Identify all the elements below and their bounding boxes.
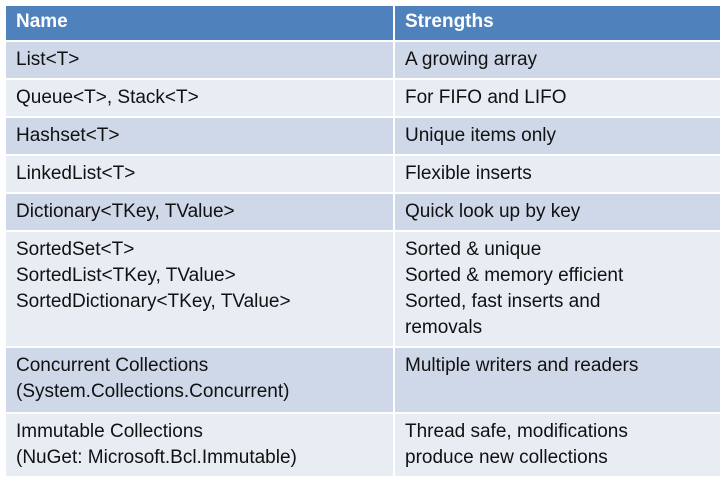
name-line: SortedDictionary<TKey, TValue> [16,291,291,312]
name-line: SortedList<TKey, TValue> [16,265,236,286]
strengths-line: Multiple writers and readers [405,355,639,376]
name-line: Hashset<T> [16,125,120,146]
name-cell: SortedSet<T> SortedList<TKey, TValue> So… [6,232,395,346]
name-cell: List<T> [6,42,395,78]
table-header: Name Strengths [6,6,720,40]
strengths-line: For FIFO and LIFO [405,87,567,108]
name-cell: Hashset<T> [6,118,395,154]
table-row: LinkedList<T> Flexible inserts [6,154,720,192]
header-strengths: Strengths [405,11,494,32]
name-line: List<T> [16,49,80,70]
strengths-line: Unique items only [405,125,557,146]
table-row: Queue<T>, Stack<T> For FIFO and LIFO [6,78,720,116]
table-row: Immutable Collections (NuGet: Microsoft.… [6,412,720,476]
strengths-cell: For FIFO and LIFO [395,80,720,116]
name-cell: Immutable Collections (NuGet: Microsoft.… [6,414,395,476]
strengths-line: Thread safe, modifications [405,421,628,442]
strengths-line: Sorted & memory efficient [405,265,624,286]
table-row: List<T> A growing array [6,40,720,78]
header-name: Name [6,6,395,40]
name-line: (System.Collections.Concurrent) [16,381,290,402]
strengths-line: produce new collections [405,447,608,468]
name-line: Concurrent Collections [16,355,209,376]
name-cell: Concurrent Collections (System.Collectio… [6,348,395,412]
name-cell: Dictionary<TKey, TValue> [6,194,395,230]
table-row: Hashset<T> Unique items only [6,116,720,154]
strengths-cell: Flexible inserts [395,156,720,192]
name-cell: Queue<T>, Stack<T> [6,80,395,116]
name-line: Immutable Collections [16,421,203,442]
strengths-cell: Quick look up by key [395,194,720,230]
strengths-cell: Unique items only [395,118,720,154]
strengths-line: Sorted, fast inserts and [405,291,601,312]
strengths-line: A growing array [405,49,538,70]
strengths-line: Quick look up by key [405,201,581,222]
strengths-line: Sorted & unique [405,239,542,260]
name-line: Queue<T>, Stack<T> [16,87,199,108]
name-line: SortedSet<T> [16,239,135,260]
name-line: (NuGet: Microsoft.Bcl.Immutable) [16,447,297,468]
strengths-line: removals [405,317,483,338]
collections-table: Name Strengths List<T> A growing array Q… [6,6,720,476]
table-row: Concurrent Collections (System.Collectio… [6,346,720,412]
strengths-cell: Multiple writers and readers [395,348,720,412]
strengths-line: Flexible inserts [405,163,532,184]
strengths-cell: Sorted & unique Sorted & memory efficien… [395,232,720,346]
name-line: LinkedList<T> [16,163,136,184]
table-row: Dictionary<TKey, TValue> Quick look up b… [6,192,720,230]
strengths-cell: Thread safe, modifications produce new c… [395,414,720,476]
table-row: SortedSet<T> SortedList<TKey, TValue> So… [6,230,720,346]
name-line: Dictionary<TKey, TValue> [16,201,235,222]
strengths-cell: A growing array [395,42,720,78]
name-cell: LinkedList<T> [6,156,395,192]
